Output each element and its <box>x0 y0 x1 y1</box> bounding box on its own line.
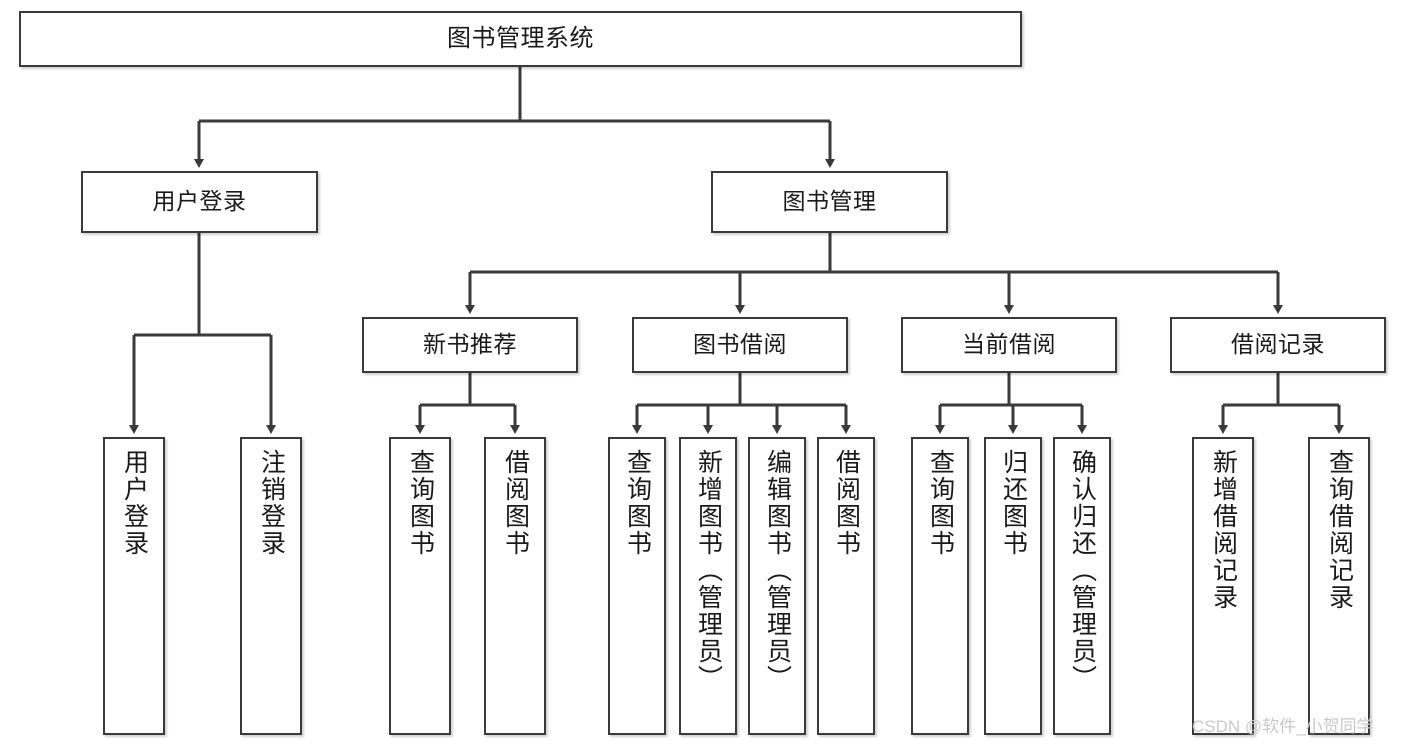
node-root[interactable]: 图书管理系统 <box>19 11 1022 67</box>
node-leaf-add-book[interactable]: 新增图书（管理员） <box>679 437 737 735</box>
node-leaf-borrow-book-1[interactable]: 借阅图书 <box>484 437 546 735</box>
node-new-book-recommend[interactable]: 新书推荐 <box>362 317 578 373</box>
node-user-login-label: 用户登录 <box>152 188 247 215</box>
node-leaf-query-book-2[interactable]: 查询图书 <box>608 437 666 735</box>
node-leaf-borrow-book-1-label: 借阅图书 <box>501 449 530 557</box>
node-leaf-query-record[interactable]: 查询借阅记录 <box>1308 437 1370 735</box>
node-leaf-edit-book-label: 编辑图书（管理员） <box>763 449 792 692</box>
node-leaf-borrow-book-2-label: 借阅图书 <box>832 449 861 557</box>
node-leaf-confirm-return[interactable]: 确认归还（管理员） <box>1053 437 1111 735</box>
node-leaf-user-logout-label: 注销登录 <box>257 449 286 557</box>
node-leaf-confirm-return-label: 确认归还（管理员） <box>1068 449 1097 692</box>
node-new-book-recommend-label: 新书推荐 <box>423 331 517 358</box>
node-leaf-user-login[interactable]: 用户登录 <box>103 437 165 735</box>
node-current-borrow[interactable]: 当前借阅 <box>901 317 1117 373</box>
node-leaf-add-record-label: 新增借阅记录 <box>1209 449 1238 611</box>
node-book-borrow[interactable]: 图书借阅 <box>632 317 848 373</box>
node-leaf-add-book-label: 新增图书（管理员） <box>694 449 723 692</box>
node-leaf-borrow-book-2[interactable]: 借阅图书 <box>817 437 875 735</box>
node-leaf-return-book[interactable]: 归还图书 <box>984 437 1042 735</box>
node-borrow-record-label: 借阅记录 <box>1231 331 1325 358</box>
node-leaf-user-logout[interactable]: 注销登录 <box>240 437 302 735</box>
csdn-watermark: CSDN @软件_小贺同学 <box>1192 717 1374 736</box>
node-leaf-edit-book[interactable]: 编辑图书（管理员） <box>748 437 806 735</box>
node-root-label: 图书管理系统 <box>447 24 594 52</box>
node-leaf-query-book-3-label: 查询图书 <box>926 449 955 557</box>
node-leaf-return-book-label: 归还图书 <box>999 449 1028 557</box>
node-book-manage[interactable]: 图书管理 <box>711 171 948 233</box>
node-leaf-query-book-1[interactable]: 查询图书 <box>389 437 451 735</box>
node-leaf-query-book-3[interactable]: 查询图书 <box>911 437 969 735</box>
node-user-login[interactable]: 用户登录 <box>81 171 318 233</box>
node-leaf-query-record-label: 查询借阅记录 <box>1325 449 1354 611</box>
node-leaf-query-book-1-label: 查询图书 <box>406 449 435 557</box>
node-borrow-record[interactable]: 借阅记录 <box>1170 317 1386 373</box>
node-leaf-query-book-2-label: 查询图书 <box>623 449 652 557</box>
node-leaf-user-login-label: 用户登录 <box>120 449 149 557</box>
node-leaf-add-record[interactable]: 新增借阅记录 <box>1192 437 1254 735</box>
node-current-borrow-label: 当前借阅 <box>962 331 1056 358</box>
node-book-manage-label: 图书管理 <box>782 188 877 215</box>
node-book-borrow-label: 图书借阅 <box>693 331 787 358</box>
